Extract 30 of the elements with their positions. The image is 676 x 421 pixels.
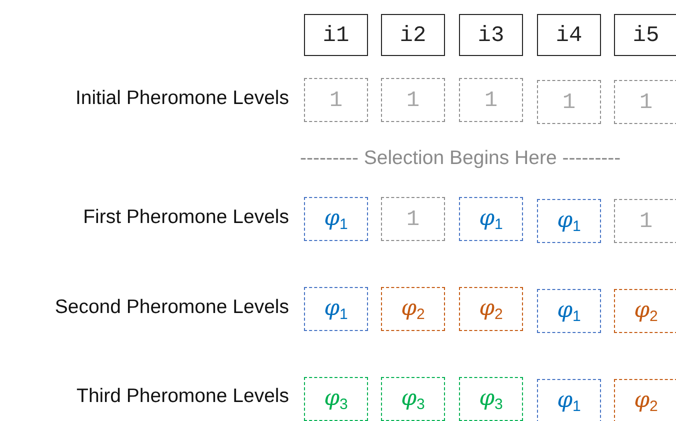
section-divider-text: --------- Selection Begins Here --------- <box>300 147 621 170</box>
item-header-box: i4 <box>537 14 601 56</box>
pheromone-value-box: φ$_{2}$ <box>614 379 676 421</box>
pheromone-value-box: φ$_{2}$ <box>614 289 676 333</box>
pheromone-value-box: φ$_{1}$ <box>304 197 368 241</box>
item-header-box: i5 <box>614 14 676 56</box>
pheromone-value-box: 1 <box>381 197 445 241</box>
row-label: Initial Pheromone Levels <box>75 87 289 110</box>
pheromone-value-box: φ$_{1}$ <box>537 379 601 421</box>
item-header-box: i2 <box>381 14 445 56</box>
pheromone-value-box: φ$_{1}$ <box>304 287 368 331</box>
row-label: Second Pheromone Levels <box>54 296 289 319</box>
pheromone-value-box: φ$_{1}$ <box>459 197 523 241</box>
item-header-box: i1 <box>304 14 368 56</box>
row-label: First Pheromone Levels <box>83 206 289 229</box>
pheromone-value-box: 1 <box>614 80 676 124</box>
pheromone-value-box: 1 <box>459 78 523 122</box>
row-label: Third Pheromone Levels <box>76 385 289 408</box>
pheromone-value-box: φ$_{3}$ <box>381 377 445 421</box>
pheromone-value-box: φ$_{2}$ <box>459 287 523 331</box>
pheromone-value-box: 1 <box>614 199 676 243</box>
pheromone-value-box: φ$_{3}$ <box>304 377 368 421</box>
pheromone-value-box: φ$_{3}$ <box>459 377 523 421</box>
pheromone-value-box: φ$_{2}$ <box>381 287 445 331</box>
pheromone-value-box: 1 <box>381 78 445 122</box>
pheromone-value-box: φ$_{1}$ <box>537 289 601 333</box>
item-header-box: i3 <box>459 14 523 56</box>
pheromone-value-box: φ$_{1}$ <box>537 199 601 243</box>
pheromone-value-box: 1 <box>304 78 368 122</box>
pheromone-value-box: 1 <box>537 80 601 124</box>
